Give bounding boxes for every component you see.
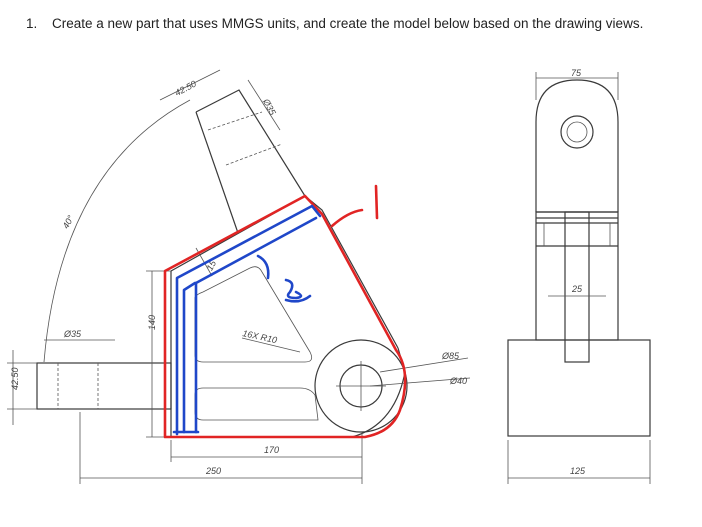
side-slot-label: 25 [571,284,583,294]
red-outline-annotation [163,194,407,439]
red-mark-one [374,184,379,220]
side-view: 75 25 125 [507,68,651,484]
base-170-label: 170 [264,445,279,455]
angle-dimension-arc [43,99,191,363]
boss-outer-circle [314,339,408,433]
arm-diameter-label: Ø35 [260,96,278,117]
angle-label: 40° [61,213,76,230]
side-base [507,339,651,437]
side-top-lug [535,79,619,212]
front-view: 40° 42.50 Ø35 15 140 Ø35 42.50 16X R10 Ø… [7,69,471,484]
boss-outer-label: Ø85 [441,351,460,361]
hand-annotations [163,184,407,439]
blue-mark-two [284,278,312,303]
overall-250-label: 250 [205,466,221,476]
height-140-label: 140 [147,315,157,330]
side-center-web [564,211,590,363]
web-pocket [194,266,313,363]
instruction-number: 1. [26,16,38,31]
instruction-text: 1. Create a new part that uses MMGS unit… [26,14,666,33]
blue-outer-annotation [175,204,322,436]
boss-inner-label: Ø40 [449,376,467,386]
front-body-outline [170,271,352,438]
left-height-label: 42.50 [10,367,20,390]
instruction-body: Create a new part that uses MMGS units, … [52,16,644,31]
side-base-label: 125 [570,466,586,476]
side-body [535,211,619,341]
arm-width-label: 42.50 [173,79,198,98]
left-diameter-label: Ø35 [63,329,82,339]
side-width-label: 75 [571,68,582,78]
left-cylinder [36,362,172,410]
inclined-arm [195,89,306,197]
